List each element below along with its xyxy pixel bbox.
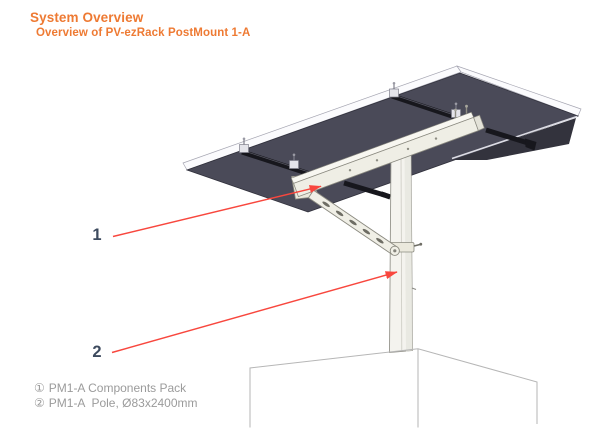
callout-number-2: 2 [92,343,102,361]
page-title: System Overview [30,10,144,25]
circled-2-marker: ② [34,395,45,410]
legend-item-text: PM1-A Pole, Ø83x2400mm [48,395,198,410]
callout-arrows [111,185,398,354]
pedestal-outline [249,348,538,428]
callout-arrow-2 [111,271,398,354]
legend-item-text: PM1-A Components Pack [48,381,187,395]
circled-1-marker: ① [34,381,45,395]
page-subtitle: Overview of PV-ezRack PostMount 1-A [36,27,251,39]
callout-arrow-1 [112,185,322,238]
callout-number-1: 1 [92,226,102,244]
diagonal-brace [307,189,423,256]
